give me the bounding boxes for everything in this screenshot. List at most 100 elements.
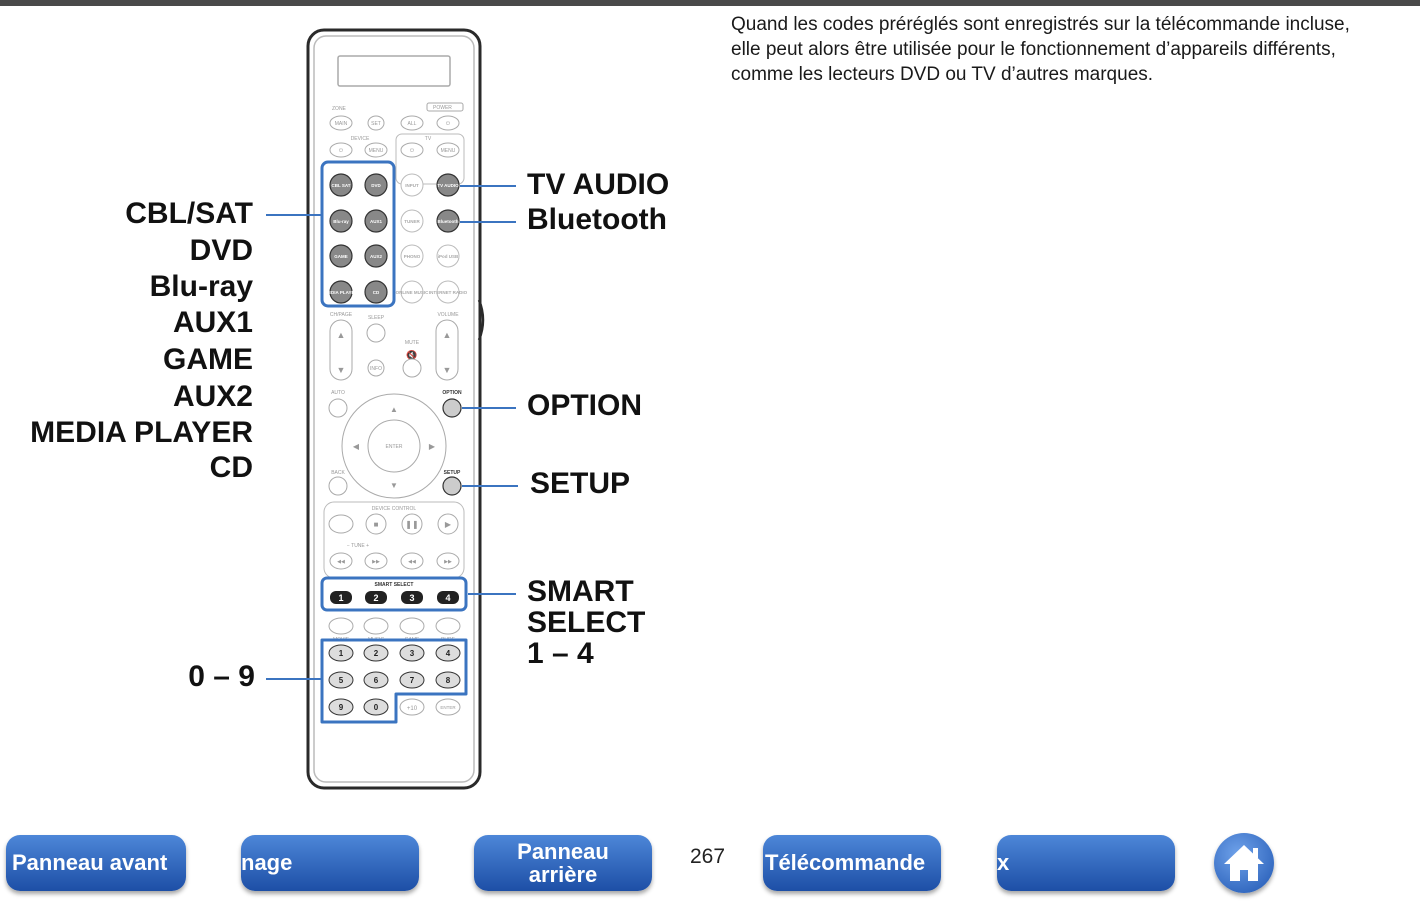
label-dvd: DVD <box>189 234 253 267</box>
source-btn: Bluetooth <box>438 219 459 224</box>
number-btn: 2 <box>374 649 379 658</box>
svg-text:▲: ▲ <box>390 405 398 414</box>
intro-line: comme les lecteurs DVD ou TV d’autres ma… <box>731 64 1154 85</box>
label-bluetooth: Bluetooth <box>527 203 667 236</box>
leader-line <box>266 214 322 216</box>
source-btn: DVD <box>371 183 381 188</box>
label-aux1: AUX1 <box>172 306 253 339</box>
tv-label: TV <box>425 136 432 142</box>
remote-btn: ⏻ <box>446 121 450 127</box>
smart-btn: 4 <box>445 593 450 603</box>
label-cbl-sat: CBL/SAT <box>125 197 253 230</box>
device-control-label: DEVICE CONTROL <box>372 506 417 512</box>
intro-text: Quand les codes préréglés sont enregistr… <box>731 12 1411 87</box>
svg-text:▲: ▲ <box>443 330 452 340</box>
zone-label: ZONE <box>332 106 347 112</box>
label-tv-audio: TV AUDIO <box>527 168 670 201</box>
source-btn: TV AUDIO <box>437 183 459 188</box>
leader-line <box>266 678 322 680</box>
source-btn: MEDIA PLAYER <box>324 290 358 295</box>
number-btn: 6 <box>374 676 379 685</box>
number-btn: 7 <box>410 676 415 685</box>
svg-text:■: ■ <box>374 520 379 529</box>
nav-label: Télécommande <box>765 850 926 875</box>
label-aux2: AUX2 <box>172 380 253 413</box>
svg-text:▼: ▼ <box>443 365 452 375</box>
nav-telecommande-button[interactable]: Télécommande <box>763 835 941 891</box>
smart-btn: 1 <box>338 593 343 603</box>
enter-label: ENTER <box>386 444 403 450</box>
source-btn: INPUT <box>405 183 419 188</box>
remote-btn: ⏻ <box>410 148 414 154</box>
nav-index-button[interactable]: x <box>997 835 1175 891</box>
number-btn: ENTER <box>440 705 456 710</box>
svg-text:▼: ▼ <box>337 365 346 375</box>
volume-label: VOLUME <box>437 312 459 318</box>
option-label: OPTION <box>442 390 462 396</box>
leader-line <box>460 221 516 223</box>
ch-page-label: CH/PAGE <box>330 312 353 318</box>
nav-panneau-arriere-button[interactable]: Panneau arrière <box>474 835 652 891</box>
label-media-player: MEDIA PLAYER <box>30 416 253 449</box>
source-btn: PHONO <box>404 254 421 259</box>
source-btn: CBL SAT <box>331 183 350 188</box>
nav-label: nage <box>241 850 293 875</box>
smart-select-label: SMART SELECT <box>375 582 414 588</box>
power-label: POWER <box>433 105 452 111</box>
number-btn: 1 <box>339 649 344 658</box>
nav-label: arrière <box>528 862 598 887</box>
leader-line <box>468 593 516 595</box>
number-btn: 4 <box>446 649 451 658</box>
number-btn: 5 <box>339 676 344 685</box>
svg-text:◀: ◀ <box>353 442 360 451</box>
label-numbers: 0 – 9 <box>188 660 255 693</box>
svg-text:▲: ▲ <box>337 330 346 340</box>
remote-control-illustration: ZONE POWER MAIN SET ALL ⏻ DEVICE TV ⏻ ME… <box>306 28 485 790</box>
svg-text:◀◀: ◀◀ <box>408 559 416 565</box>
label-smart-select: SMART SELECT 1 – 4 <box>527 576 645 669</box>
sleep-label: SLEEP <box>368 315 385 321</box>
source-btn: INTERNET RADIO <box>429 290 468 295</box>
nav-panneau-avant-button[interactable]: Panneau avant <box>6 835 186 891</box>
svg-text:◀◀: ◀◀ <box>337 559 345 565</box>
device-label: DEVICE <box>351 136 370 142</box>
source-btn: GAME <box>334 254 348 259</box>
page-number: 267 <box>690 845 726 868</box>
label-option: OPTION <box>527 389 643 422</box>
remote-btn: MENU <box>369 148 384 154</box>
home-button[interactable] <box>1214 833 1274 893</box>
number-btn: 8 <box>446 676 451 685</box>
nav-label: Panneau avant <box>12 850 168 875</box>
label-smart-select-line: SELECT <box>527 606 646 639</box>
remote-btn: MAIN <box>335 121 348 127</box>
nav-label: Panneau <box>517 839 609 864</box>
label-game: GAME <box>163 343 253 376</box>
source-btn: TUNER <box>404 219 420 224</box>
number-btn: 9 <box>339 703 344 712</box>
tune-label: − TUNE + <box>347 543 369 549</box>
intro-line: Quand les codes préréglés sont enregistr… <box>731 14 1350 35</box>
source-btn: AUX2 <box>370 254 383 259</box>
svg-text:▼: ▼ <box>390 481 398 490</box>
remote-btn: SET <box>371 121 381 127</box>
remote-btn: ⏻ <box>339 148 343 154</box>
svg-text:▶▶: ▶▶ <box>444 559 452 565</box>
home-icon <box>1224 845 1264 881</box>
label-smart-select-line: 1 – 4 <box>527 637 594 670</box>
number-btn: +10 <box>407 706 418 712</box>
svg-text:▶: ▶ <box>445 520 452 529</box>
smart-btn: 2 <box>373 593 378 603</box>
back-label: BACK <box>331 470 345 476</box>
remote-btn: MENU <box>441 148 456 154</box>
label-setup: SETUP <box>530 467 631 500</box>
number-btn: 0 <box>374 703 379 712</box>
svg-text:▶: ▶ <box>429 442 436 451</box>
source-btn: AUX1 <box>370 219 383 224</box>
svg-text:❚❚: ❚❚ <box>405 520 418 529</box>
nav-affichage-button[interactable]: nage <box>241 835 419 891</box>
top-rule <box>0 0 1420 6</box>
source-btn: ONLINE MUSIC <box>396 290 430 295</box>
source-btn: iPod USB <box>438 254 459 259</box>
svg-text:AUTO: AUTO <box>331 390 345 396</box>
leader-line <box>460 185 516 187</box>
